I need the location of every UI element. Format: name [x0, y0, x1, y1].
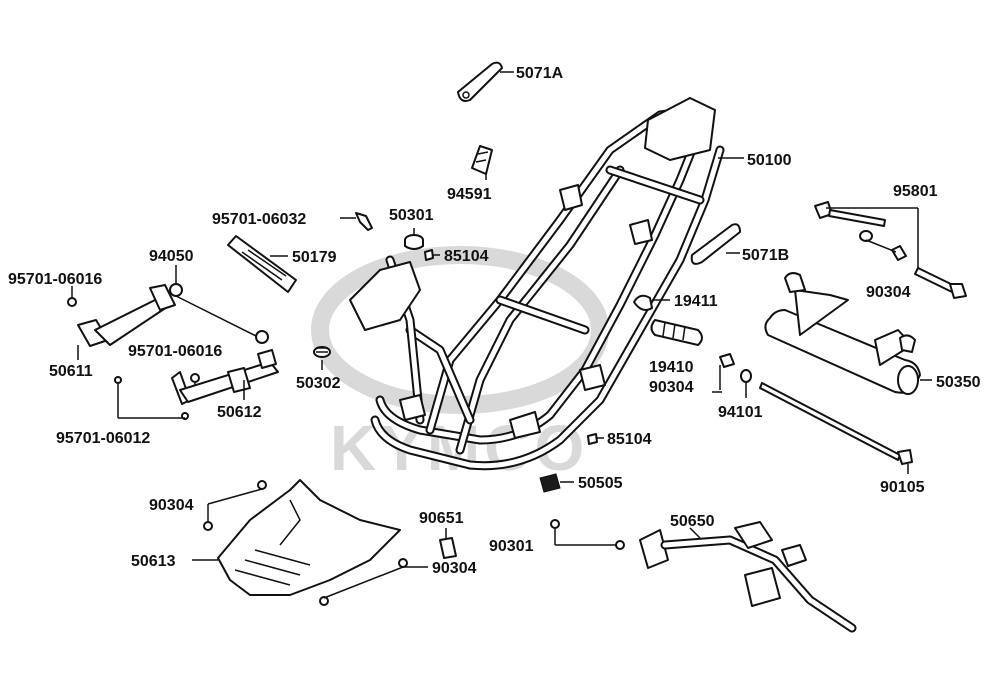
- part-50650: [639, 521, 857, 633]
- part-50350: [764, 272, 921, 395]
- part-94101: [740, 369, 752, 383]
- label-94050: 94050: [149, 248, 194, 265]
- label-90304-right: 90304: [866, 284, 911, 301]
- part-50611: [67, 284, 176, 347]
- label-95801: 95801: [893, 183, 938, 200]
- label-95701-06016-b: 95701-06016: [128, 343, 222, 360]
- part-94050: [169, 283, 269, 344]
- label-95701-06016-a: 95701-06016: [8, 271, 102, 288]
- label-50302: 50302: [296, 375, 341, 392]
- label-50100: 50100: [747, 152, 792, 169]
- label-50179: 50179: [292, 249, 337, 266]
- part-95701-06016-screw: [190, 373, 200, 383]
- label-95701-06032: 95701-06032: [212, 211, 306, 228]
- label-50301: 50301: [389, 207, 434, 224]
- label-50650: 50650: [670, 513, 715, 530]
- label-90301: 90301: [489, 538, 534, 555]
- label-19411: 19411: [674, 293, 718, 310]
- part-19411: [633, 294, 653, 311]
- part-50179: [227, 235, 297, 293]
- label-50611: 50611: [49, 363, 93, 380]
- label-85104-bottom: 85104: [607, 431, 652, 448]
- label-5071B: 5071B: [742, 247, 789, 264]
- part-95801-bolt: [814, 201, 967, 299]
- label-5071A: 5071A: [516, 65, 564, 82]
- label-50612: 50612: [217, 404, 262, 421]
- part-5071B: [690, 223, 741, 265]
- part-90304-mid: [719, 353, 735, 368]
- part-labels: 5071A 50100 94591 95801 95701-06032 5030…: [8, 65, 981, 577]
- part-50505: [539, 473, 561, 493]
- part-94591: [471, 145, 493, 175]
- label-95701-06012: 95701-06012: [56, 430, 150, 447]
- label-90304-mid: 90304: [649, 379, 694, 396]
- label-50505: 50505: [578, 475, 623, 492]
- label-50613: 50613: [131, 553, 176, 570]
- label-90105: 90105: [880, 479, 925, 496]
- label-90651: 90651: [419, 510, 464, 527]
- part-95701-06032-screw: [355, 212, 373, 231]
- label-94101: 94101: [718, 404, 763, 421]
- part-50612: [114, 349, 279, 420]
- part-50301: [404, 234, 424, 250]
- part-5071A: [457, 61, 503, 102]
- part-85104-bottom: [587, 433, 598, 445]
- part-85104-top: [424, 249, 434, 261]
- part-90105: [759, 382, 913, 465]
- label-94591: 94591: [447, 186, 492, 203]
- leader-lines: [71, 71, 932, 599]
- label-19410: 19410: [649, 359, 694, 376]
- label-50350: 50350: [936, 374, 981, 391]
- part-50613: [203, 479, 408, 606]
- part-50302: [313, 346, 331, 358]
- label-85104-top: 85104: [444, 248, 489, 265]
- part-90651: [439, 537, 457, 559]
- part-19410: [650, 319, 703, 346]
- label-90304-left: 90304: [149, 497, 194, 514]
- part-50100-main-frame: [349, 97, 725, 471]
- label-90304-bottom: 90304: [432, 560, 477, 577]
- watermark-ring: [311, 246, 609, 414]
